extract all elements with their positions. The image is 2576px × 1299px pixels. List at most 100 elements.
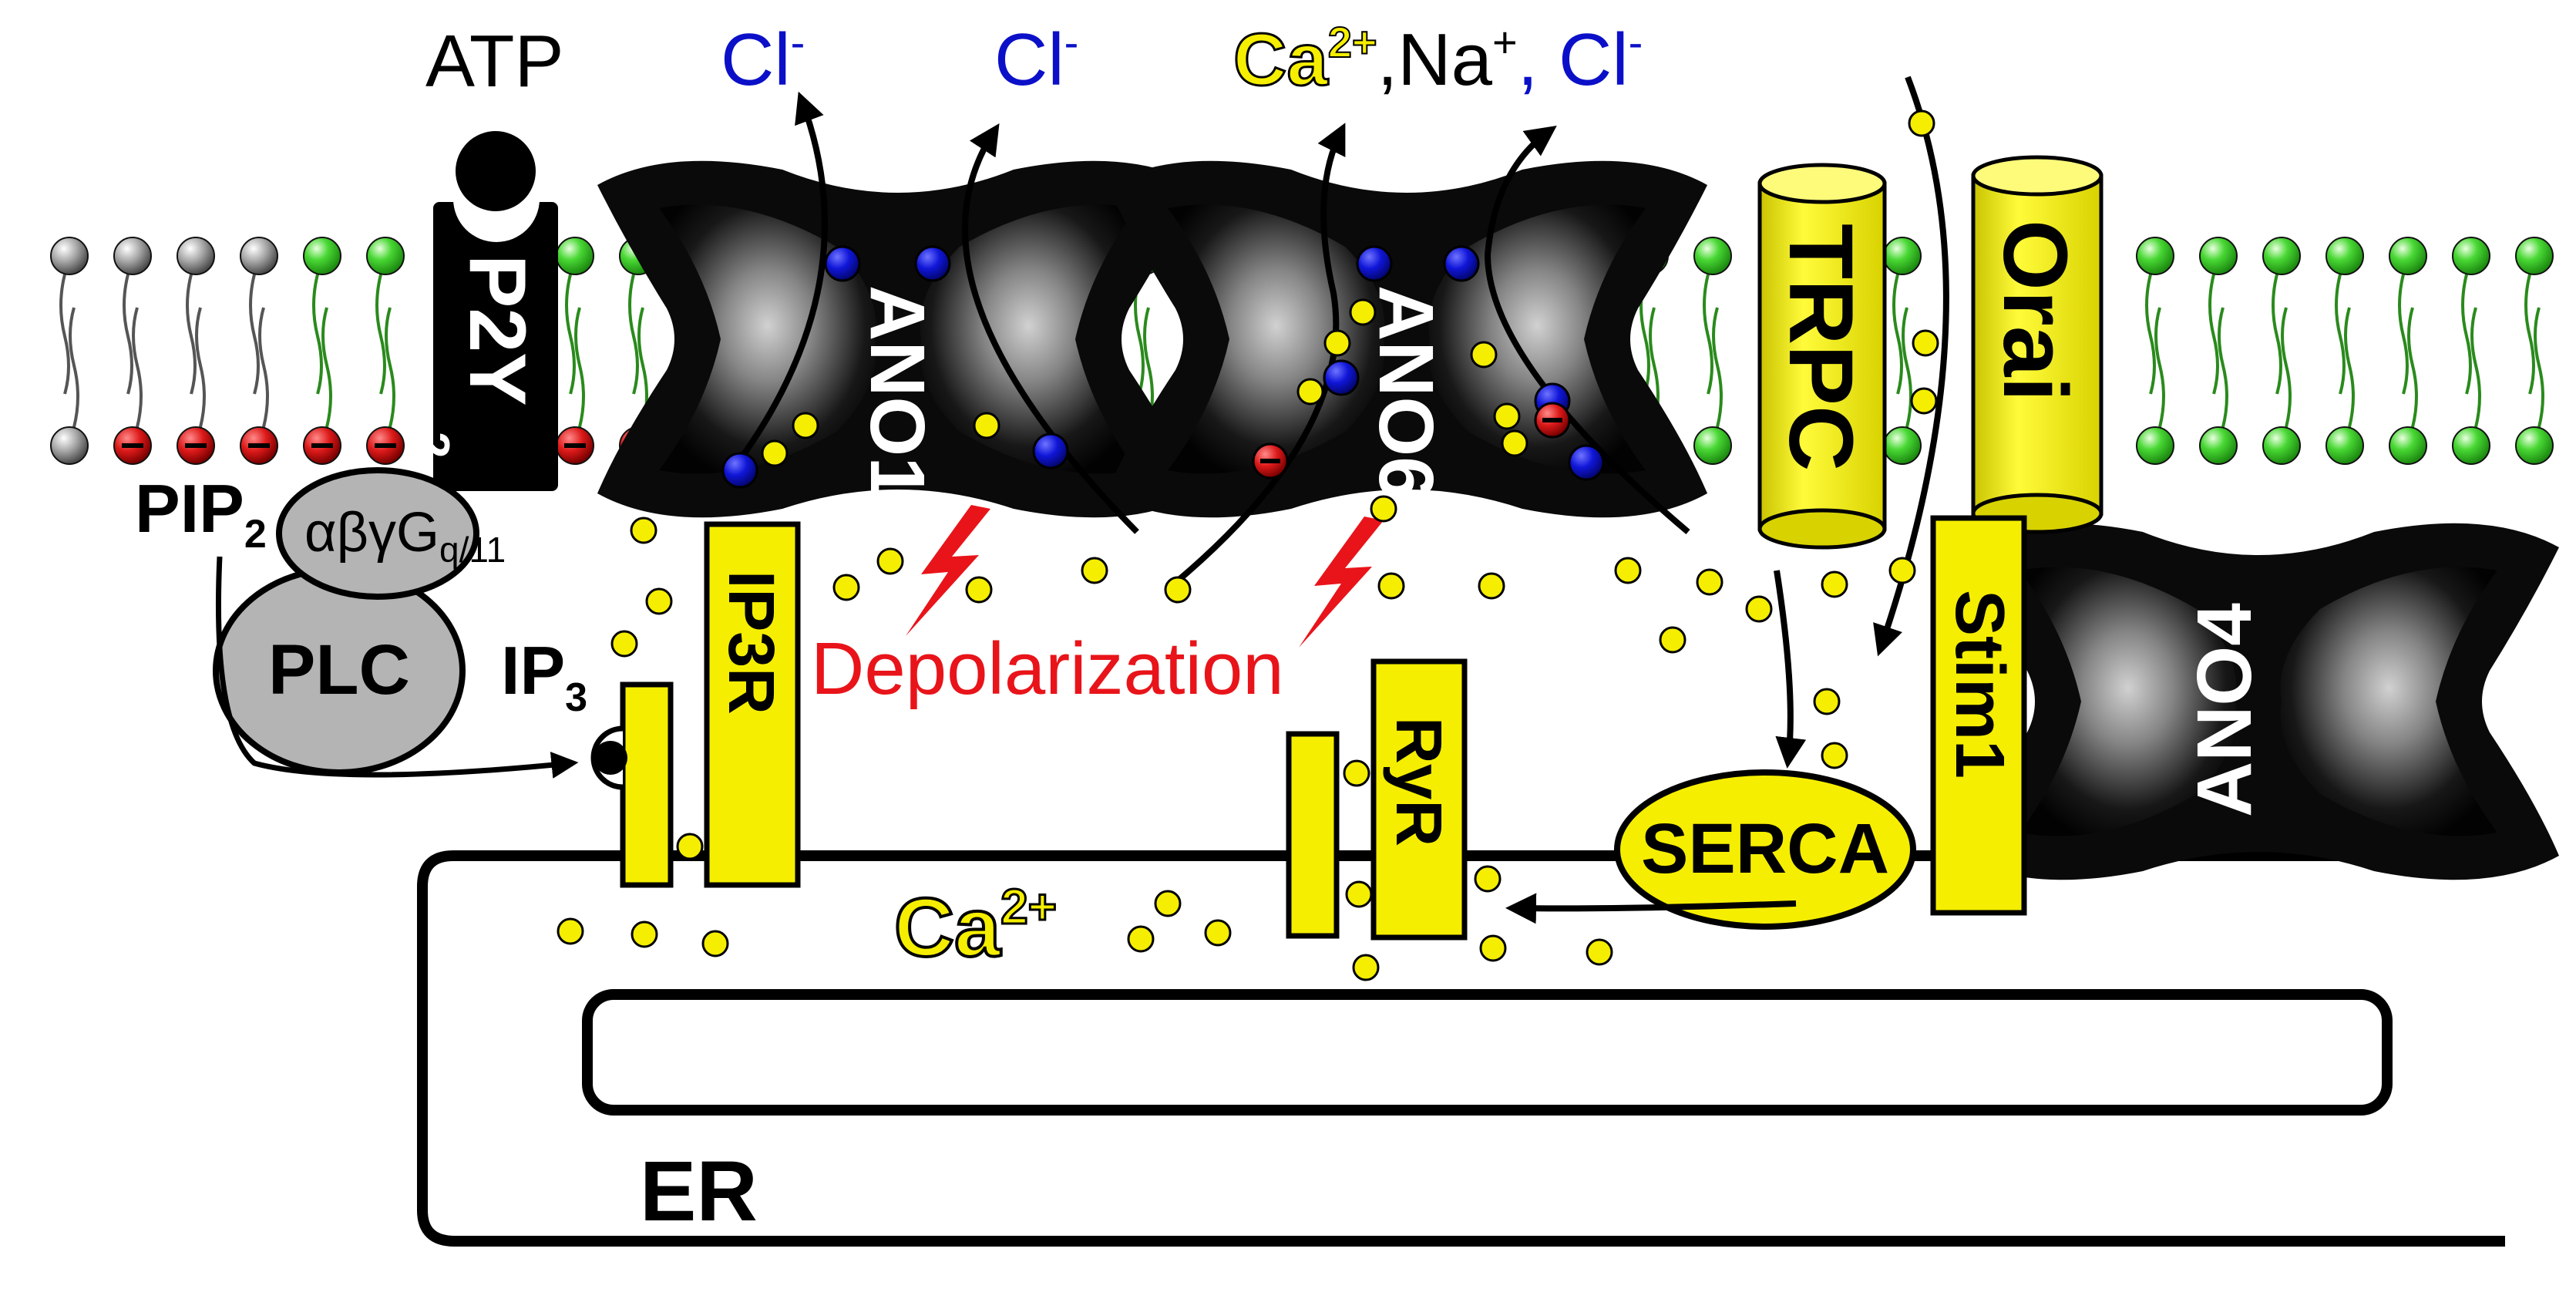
lipid-tail (2470, 307, 2481, 428)
lipid-tail (312, 274, 323, 395)
minus-sign (185, 443, 207, 448)
ryr-protein (1370, 658, 1468, 941)
calcium-ion (1478, 572, 1505, 600)
lipid-tail (2272, 274, 2282, 395)
calcium-ion (1813, 688, 1841, 715)
ip3-binding-site (590, 725, 627, 790)
ano6-label: ANO6 (1363, 285, 1449, 500)
calcium-ion (832, 574, 860, 601)
calcium-ion (1345, 880, 1373, 908)
minus-sign (1542, 418, 1562, 422)
calcium-ion (1821, 570, 1848, 598)
calcium-ion (1349, 298, 1377, 326)
minus-sign (1260, 459, 1280, 463)
lipid-head (2452, 237, 2490, 275)
lipid-tail (249, 274, 260, 395)
lipid-tail (385, 307, 395, 428)
lipid-tail (321, 307, 332, 428)
ip3-signal-arrow (215, 556, 579, 779)
ano4-label: ANO4 (2181, 603, 2268, 817)
lipid-tail (2218, 307, 2228, 428)
minus-sign (311, 443, 333, 448)
lipid-head (2136, 237, 2174, 275)
lipid-tail (123, 274, 133, 395)
lipid-tail (565, 274, 576, 395)
lipid-head (50, 237, 89, 275)
lipid-head (1883, 237, 1922, 275)
lipid-tail (1703, 274, 1713, 395)
calcium-ion (965, 576, 993, 604)
lipid-head (2136, 426, 2174, 465)
calcium-ion (1696, 568, 1723, 596)
orai-channel (1971, 155, 2104, 534)
minus-sign (564, 443, 586, 448)
ano6-ions-label: Ca2+,Na+, Cl- (1233, 18, 1643, 101)
calcium-ion (1614, 557, 1642, 584)
lipid-tail (1902, 307, 1912, 428)
stim1-label: Stim1 (1941, 590, 2018, 779)
lipid-tail (258, 307, 269, 428)
minus-sign (248, 443, 270, 448)
calcium-ion (557, 917, 584, 945)
lipid-head (366, 237, 405, 275)
lipid-head (2325, 426, 2364, 465)
lipid-tail (2398, 274, 2409, 395)
lipid-tail (574, 307, 585, 428)
lipid-head (1883, 426, 1922, 465)
lipid-tail (2335, 274, 2346, 395)
chloride-ion (824, 245, 861, 282)
ions (557, 109, 1939, 981)
lipid-tail (2534, 307, 2544, 428)
lightning-bolts (906, 505, 1384, 648)
lipid-head (2389, 426, 2427, 465)
serca-label: SERCA (1641, 809, 1889, 888)
lipid-head (1693, 426, 1732, 465)
lipid-tail (2344, 307, 2355, 428)
lipid-tail (69, 307, 79, 428)
lipid-head (2325, 237, 2364, 275)
minus-sign (375, 443, 396, 448)
chloride-ion (1568, 444, 1605, 481)
calcium-ion (876, 547, 904, 575)
p2y-sub-label: 2 (405, 432, 459, 458)
calcium-ion (1377, 572, 1405, 600)
lipid-tail (59, 274, 70, 395)
chloride-ion (914, 245, 951, 282)
calcium-ion (645, 587, 673, 615)
calcium-ion (1370, 495, 1397, 523)
ryr-label: RyR (1383, 717, 1455, 846)
calcium-ion (701, 930, 729, 957)
chloride-ion (1032, 432, 1069, 469)
g-protein-label: αβγGq/11 (304, 502, 506, 570)
lipid-tail (628, 274, 639, 395)
lipid-tail (2145, 274, 2156, 395)
calcium-ion (1479, 934, 1507, 962)
calcium-ion (792, 412, 819, 439)
lipid-head (2452, 426, 2490, 465)
lipid-tail (375, 274, 386, 395)
calcium-ion (1910, 387, 1938, 415)
calcium-ion (1659, 626, 1687, 654)
ip3r-protein (704, 521, 801, 888)
calcium-ion (1470, 341, 1498, 368)
atp-label: ATP (425, 20, 564, 103)
lipid-head (2515, 237, 2554, 275)
calcium-ion (1164, 576, 1192, 604)
lipid-tails (59, 274, 2544, 428)
flux-arrows (729, 76, 1949, 924)
atp-ligand (456, 131, 536, 211)
lipid-tail (2208, 274, 2219, 395)
ip3r-label: IP3R (715, 570, 788, 715)
lipid-tail (1892, 274, 1903, 395)
lipid-tail (1712, 307, 1723, 428)
lipid-head (2262, 237, 2301, 275)
calcium-ion (1081, 557, 1108, 584)
lipid-head (50, 426, 89, 465)
ano1-label: ANO1 (854, 285, 940, 500)
chloride-ion (1356, 245, 1393, 282)
calcium-ion (973, 412, 1000, 439)
chloride-ion (1323, 359, 1360, 396)
chloride-label-1: Cl- (721, 18, 805, 101)
calcium-ion (1908, 109, 1935, 137)
